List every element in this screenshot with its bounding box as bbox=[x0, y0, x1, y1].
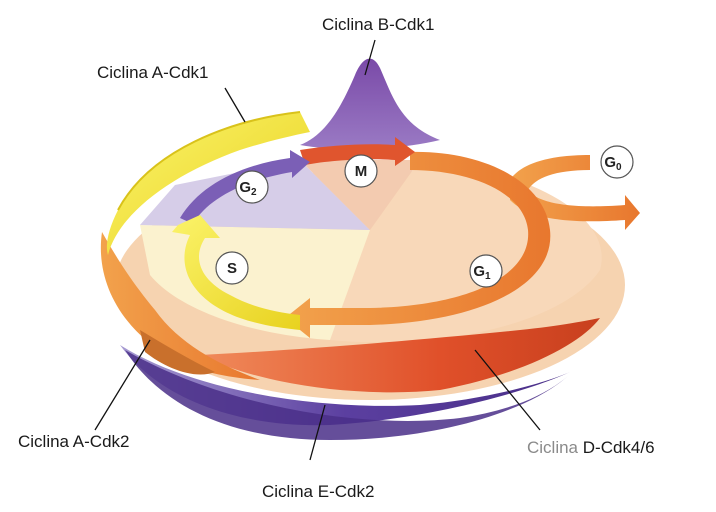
phase-m-badge: M bbox=[345, 155, 377, 187]
phase-m-label: M bbox=[355, 163, 368, 180]
label-cyclin-a-cdk1: Ciclina A-Cdk1 bbox=[97, 63, 209, 82]
label-cyclin-d-cdk46: Ciclina D-Cdk4/6 bbox=[527, 438, 655, 457]
leader-a-cdk1 bbox=[225, 88, 245, 122]
phase-g1-badge: G1 bbox=[470, 255, 502, 287]
phase-s-badge: S bbox=[216, 252, 248, 284]
phase-g0-badge: G0 bbox=[601, 146, 633, 178]
label-cyclin-b-cdk1: Ciclina B-Cdk1 bbox=[322, 15, 434, 34]
phase-s-label: S bbox=[227, 260, 237, 277]
leader-a-cdk2 bbox=[95, 340, 150, 430]
label-cyclin-a-cdk2: Ciclina A-Cdk2 bbox=[18, 432, 130, 451]
phase-g2-badge: G2 bbox=[236, 171, 268, 203]
label-cyclin-e-cdk2: Ciclina E-Cdk2 bbox=[262, 482, 374, 501]
cyclin-b-cdk1-peak bbox=[300, 59, 440, 149]
